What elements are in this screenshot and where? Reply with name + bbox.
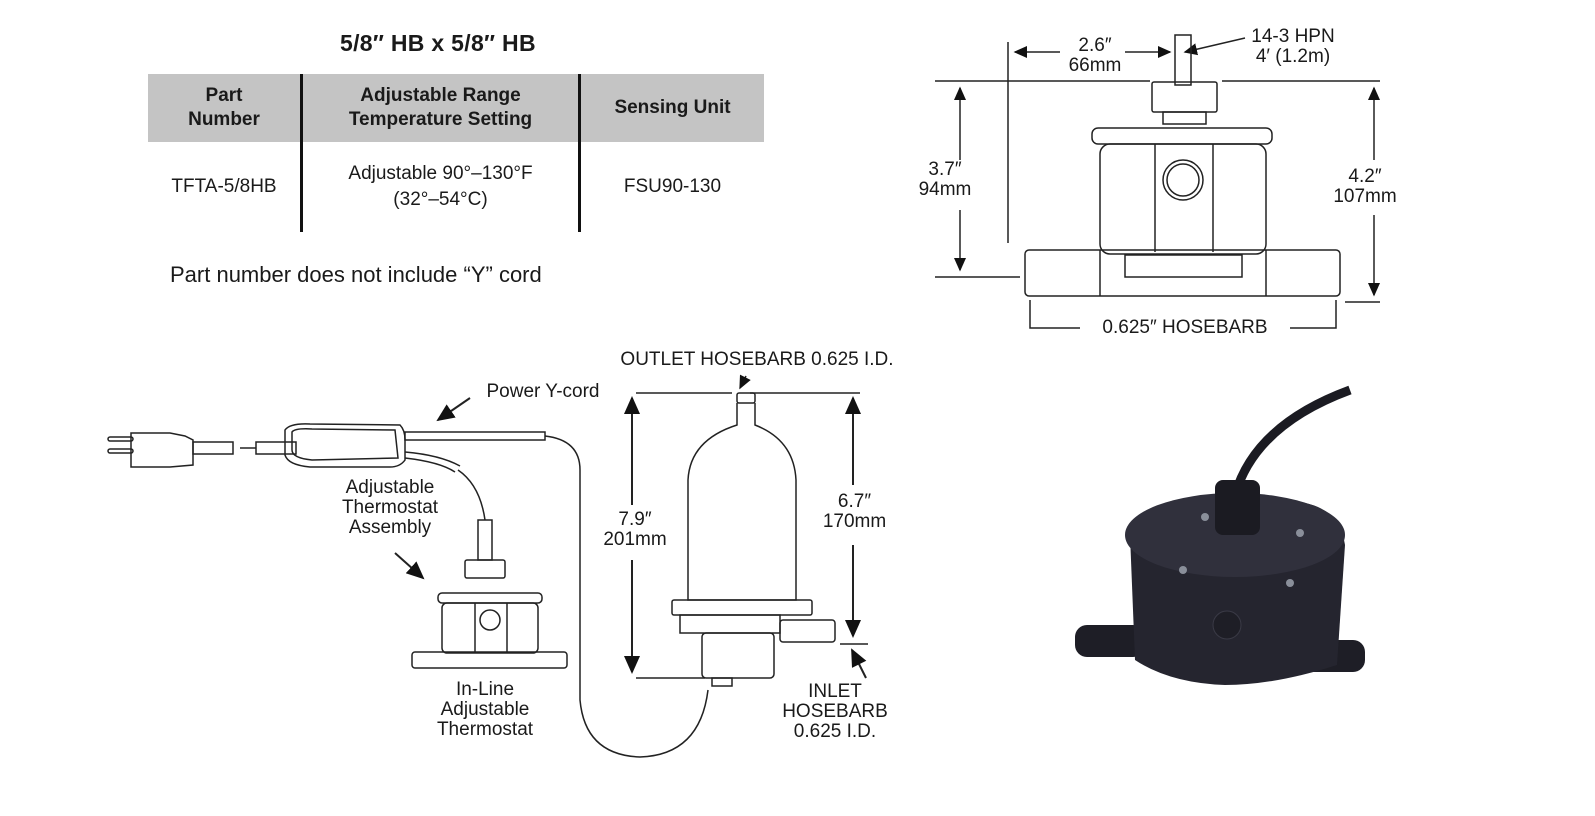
cell-range: Adjustable 90°–130°F(32°–54°C) — [300, 142, 580, 232]
height-dimension-right: 4.2″107mm — [1333, 166, 1397, 207]
cell-sensing-unit: FSU90-130 — [578, 142, 764, 232]
power-y-cord-drawing — [107, 397, 709, 758]
product-photo — [1075, 385, 1375, 715]
width-dimension: 2.6″66mm — [1068, 35, 1122, 76]
thermostat-photo-illustration — [1075, 385, 1365, 685]
page-title: 5/8″ HB x 5/8″ HB — [340, 30, 536, 56]
outlet-hosebarb-label: OUTLET HOSEBARB 0.625 I.D. — [620, 349, 894, 370]
table-row: TFTA-5/8HB Adjustable 90°–130°F(32°–54°C… — [148, 142, 764, 232]
inlet-height-dimension: 6.7″170mm — [812, 492, 897, 532]
cell-part-number: TFTA-5/8HB — [171, 176, 277, 197]
thermostat-front-view — [935, 34, 1380, 329]
inline-thermostat-drawing — [411, 519, 568, 669]
heater-height-dimension: 7.9″201mm — [595, 510, 675, 550]
height-dimension-left: 3.7″94mm — [918, 159, 972, 200]
header-sensing-unit: Sensing Unit — [578, 74, 764, 142]
hosebarb-label: 0.625″ HOSEBARB — [1080, 318, 1290, 338]
heater-drawing — [624, 374, 868, 687]
part-note: Part number does not include “Y” cord — [170, 262, 542, 287]
power-y-cord-label: Power Y-cord — [486, 381, 600, 402]
